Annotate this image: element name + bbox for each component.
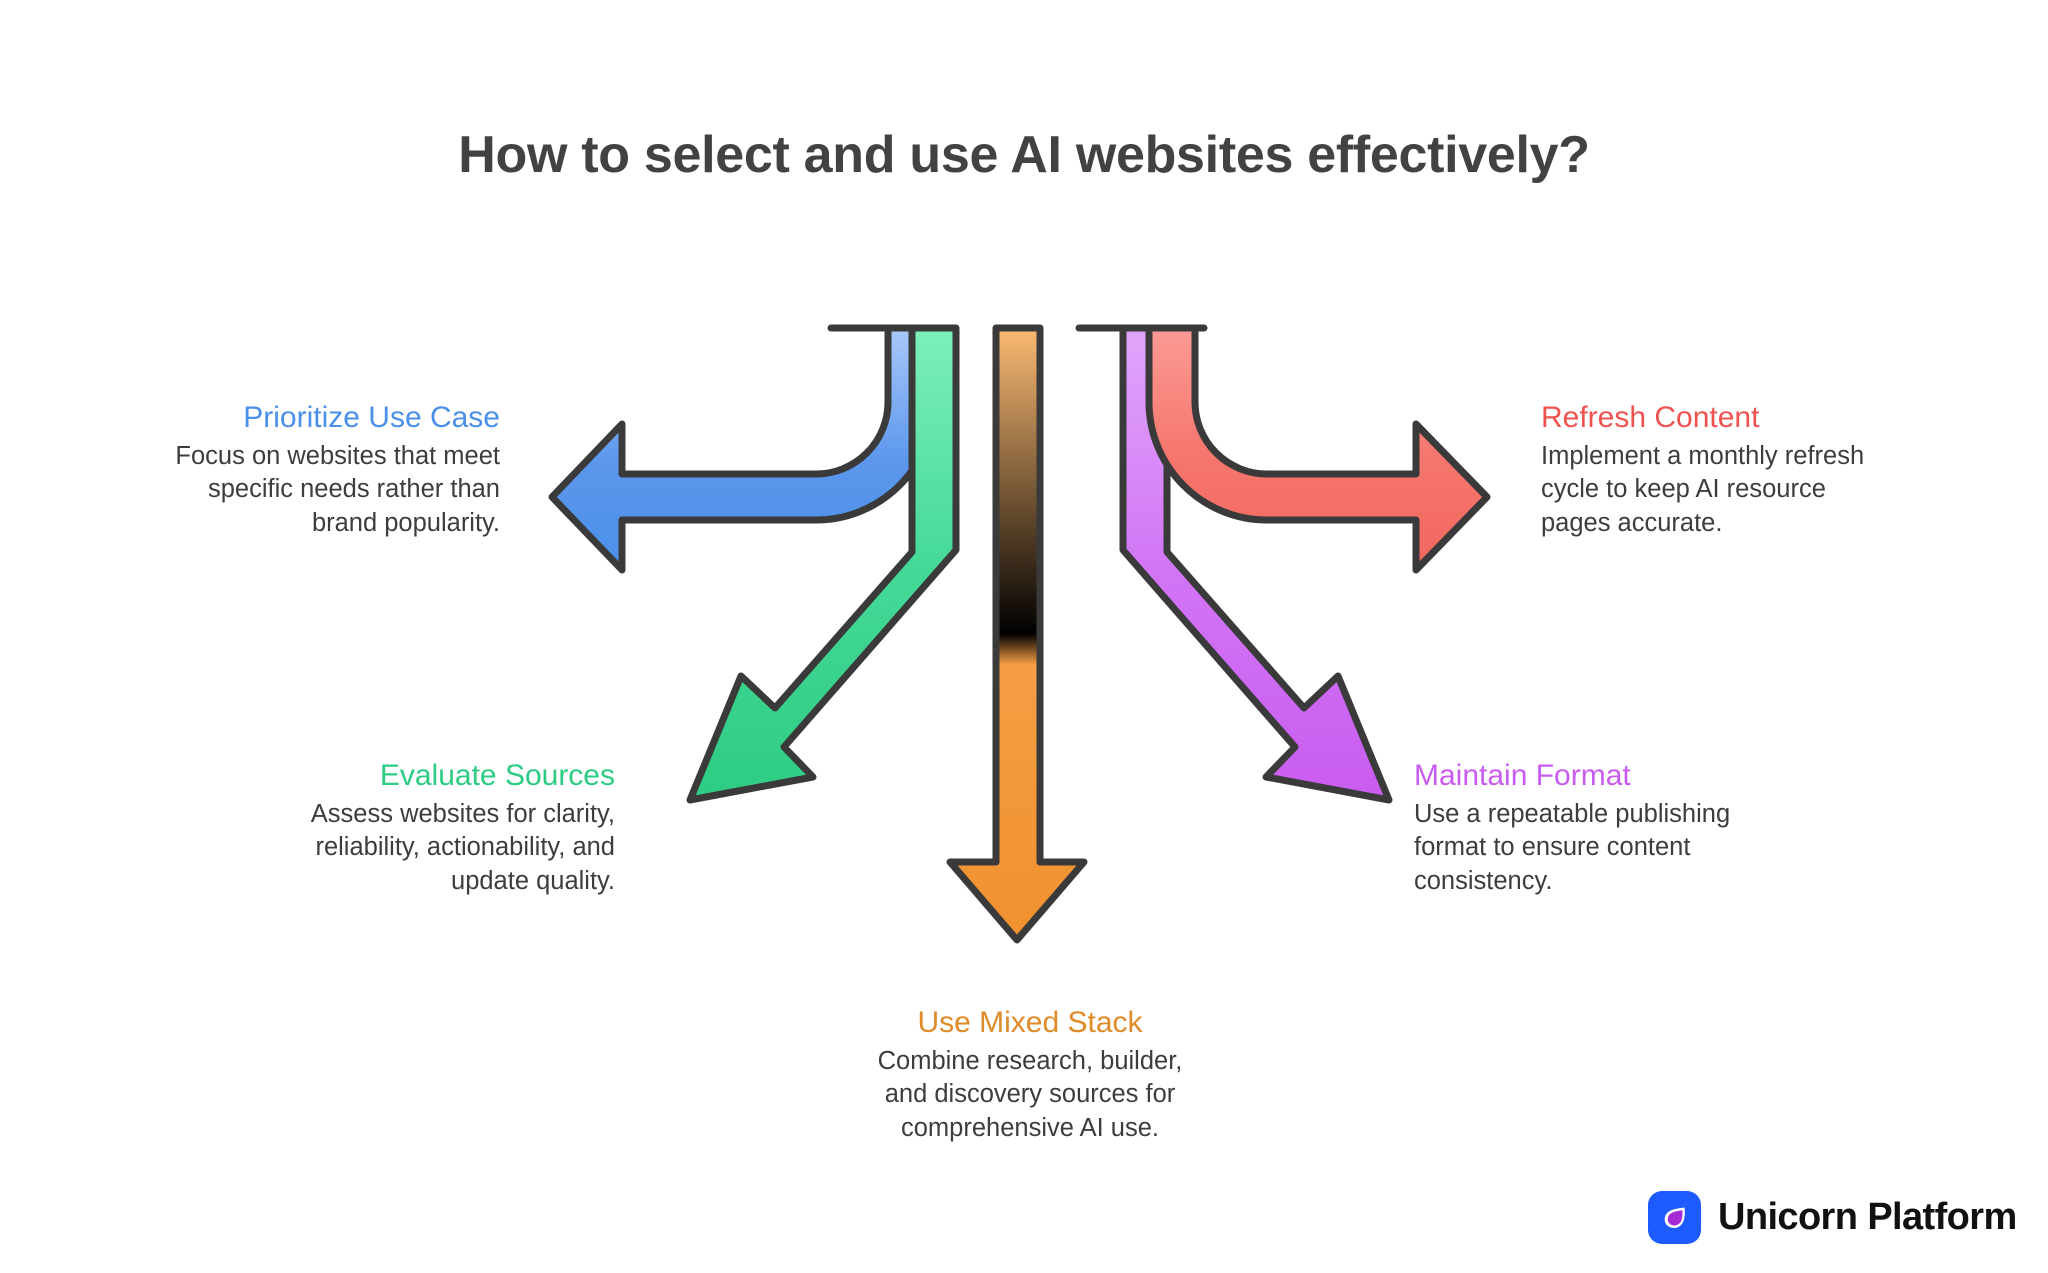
callout-use-mixed-stack: Use Mixed Stack Combine research, builde… xyxy=(820,1005,1240,1146)
arrow-down-right-icon xyxy=(1075,324,1393,804)
callout-heading: Prioritize Use Case xyxy=(243,401,500,434)
callout-body: Focus on websites that meet specific nee… xyxy=(175,441,500,537)
callout-body: Use a repeatable publishing format to en… xyxy=(1414,799,1731,895)
callout-body: Implement a monthly refresh cycle to kee… xyxy=(1541,441,1865,537)
brand-name: Unicorn Platform xyxy=(1718,1196,2017,1238)
callout-heading: Maintain Format xyxy=(1414,759,1631,792)
callout-evaluate-sources: Evaluate Sources Assess websites for cla… xyxy=(240,758,615,899)
callout-heading: Evaluate Sources xyxy=(379,759,615,792)
callout-heading: Refresh Content xyxy=(1541,401,1760,434)
callout-body: Combine research, builder, and discovery… xyxy=(877,1046,1183,1142)
callout-body: Assess websites for clarity, reliability… xyxy=(310,799,615,895)
callout-maintain-format: Maintain Format Use a repeatable publish… xyxy=(1414,758,1814,899)
arrow-down-icon xyxy=(946,324,1088,944)
callout-prioritize-use-case: Prioritize Use Case Focus on websites th… xyxy=(100,400,500,541)
unicorn-platform-droplet-logo xyxy=(1648,1191,1701,1244)
arrow-right-icon xyxy=(1145,324,1491,574)
arrow-down-left-icon xyxy=(686,324,960,804)
callout-heading: Use Mixed Stack xyxy=(917,1006,1143,1039)
brand-logo[interactable]: Unicorn Platform xyxy=(1648,1191,2017,1244)
callout-refresh-content: Refresh Content Implement a monthly refr… xyxy=(1541,400,1961,541)
arrow-left-icon xyxy=(548,324,938,574)
page-title: How to select and use AI websites effect… xyxy=(458,126,1590,184)
